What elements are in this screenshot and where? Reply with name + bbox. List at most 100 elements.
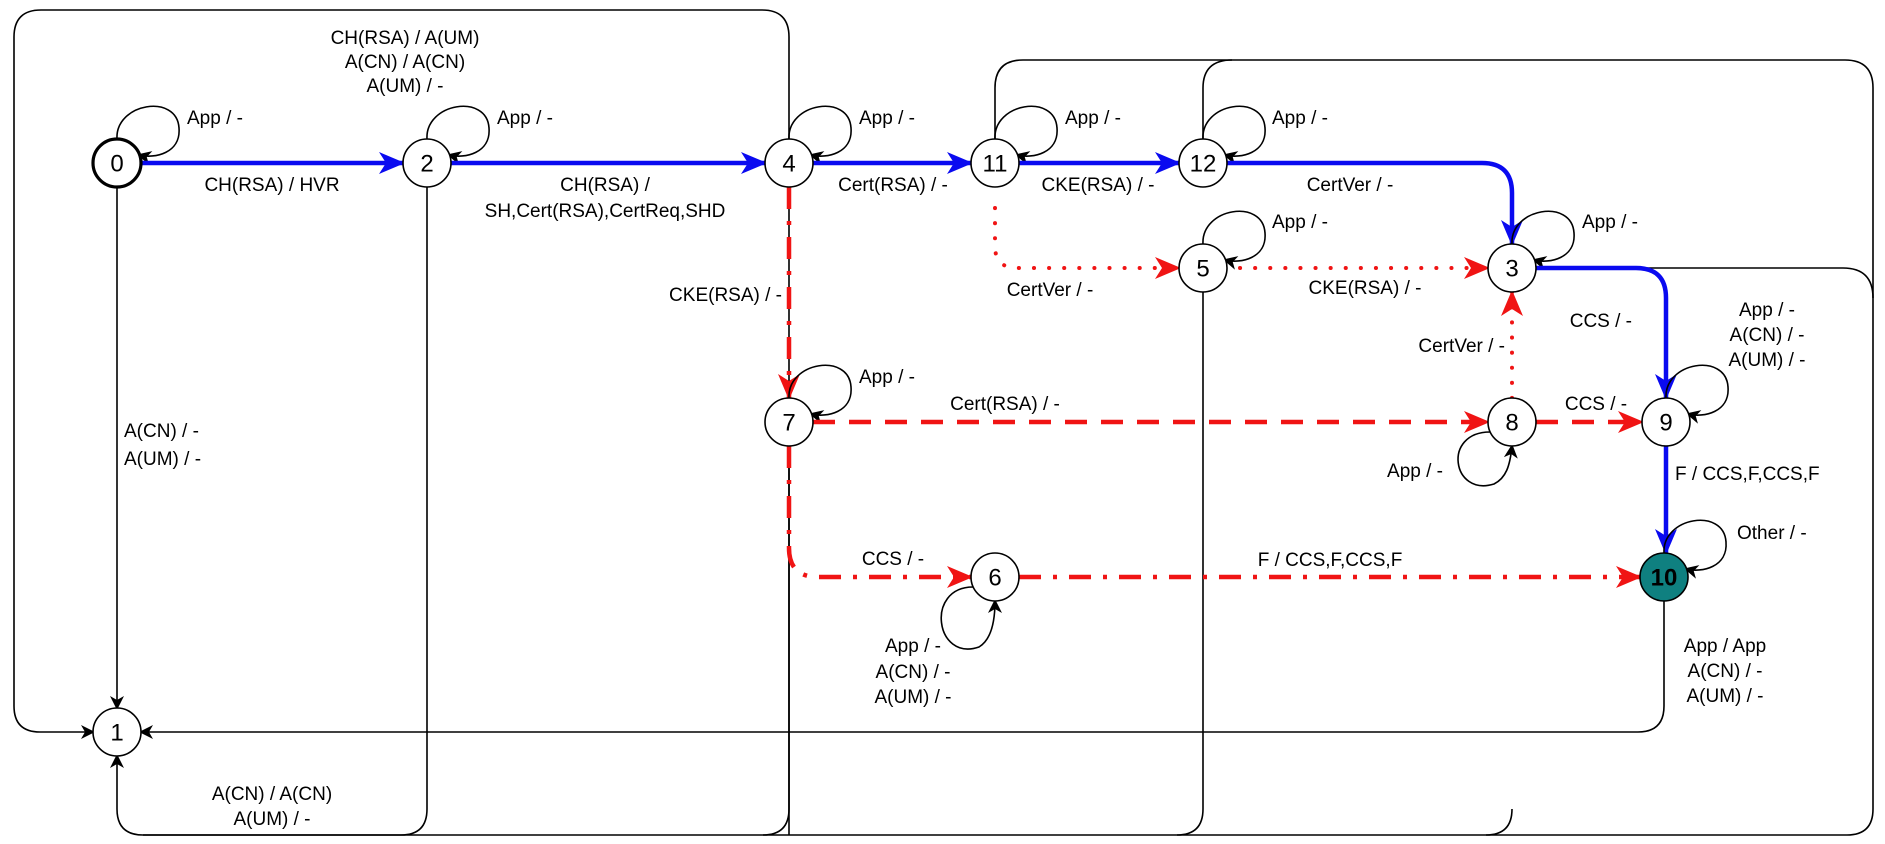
transition-label-6-to-6: A(UM) / - [874,687,951,708]
transition-4-to-1[interactable] [13,9,790,835]
state-circle [402,138,452,188]
transition-12-to-12[interactable] [1202,105,1266,165]
transition-label-2-to-4: SH,Cert(RSA),CertReq,SHD [485,201,726,222]
transition-label-10-to-1: A(UM) / - [1686,686,1763,707]
transition-label-0-to-0: App / - [187,108,243,129]
state-label: 7 [782,410,795,437]
transition-label-2-to-1: A(UM) / - [233,809,310,830]
transition-label-9-to-9: A(CN) / - [1730,325,1805,346]
transition-label-0-to-1: A(UM) / - [124,449,201,470]
state-label: 11 [983,151,1008,178]
transition-label-11-to-5: CertVer / - [1007,280,1094,301]
transition-label-6-to-6: A(CN) / - [876,662,951,683]
transition-label-6-to-10: F / CCS,F,CCS,F [1258,550,1403,571]
transition-2-to-2[interactable] [426,105,490,165]
state-circle [970,138,1020,188]
state-circle [764,138,814,188]
transition-label-4-to-1: A(CN) / A(CN) [345,52,465,73]
return-route-line [143,267,1874,836]
transition-label-10-to-1: App / App [1684,636,1766,657]
transition-label-4-to-7: CKE(RSA) / - [669,285,782,306]
transition-label-8-to-3: CertVer / - [1418,336,1505,357]
state-circle [970,552,1020,602]
state-4[interactable]: 4 [764,138,814,188]
state-11[interactable]: 11 [970,138,1020,188]
transition-label-6-to-6: App / - [885,636,941,657]
transition-label-4-to-1: A(UM) / - [366,76,443,97]
transition-7-to-6[interactable] [786,446,973,588]
state-circle [92,707,142,757]
state-2[interactable]: 2 [402,138,452,188]
state-circle [764,397,814,447]
transition-label-2-to-2: App / - [497,108,553,129]
transition-label-5-to-5: App / - [1272,212,1328,233]
state-6[interactable]: 6 [970,552,1020,602]
transition-label-7-to-6: CCS / - [862,549,924,570]
state-8[interactable]: 8 [1487,397,1537,447]
transition-8-to-8[interactable] [1457,431,1518,487]
transition-label-12-to-3: CertVer / - [1307,175,1394,196]
transition-11-to-11[interactable] [994,105,1058,165]
transition-3-to-3[interactable] [1511,210,1575,270]
return-route-line [1485,808,1513,836]
transitions-layer [13,9,1874,836]
transition-0-to-0[interactable] [116,105,180,165]
transition-label-11-to-11: App / - [1065,108,1121,129]
transition-4-to-4[interactable] [788,105,852,165]
return-route-line [1202,59,1874,298]
transition-3-to-9[interactable] [1536,265,1677,400]
transition-label-2-to-1: A(CN) / A(CN) [212,784,332,805]
transition-label-2-to-4: CH(RSA) / [560,175,650,196]
state-circle [1178,243,1228,293]
state-7[interactable]: 7 [764,397,814,447]
transition-label-9-to-9: A(UM) / - [1728,350,1805,371]
return-route-line [1176,292,1204,836]
final-state-circle [1639,552,1689,602]
state-3[interactable]: 3 [1487,243,1537,293]
state-label: 10 [1651,565,1678,592]
transition-2-to-1[interactable] [110,187,428,836]
state-label: 8 [1505,410,1518,437]
transition-label-3-to-9: CCS / - [1570,311,1632,332]
state-label: 5 [1196,256,1209,283]
transition-label-8-to-8: App / - [1387,461,1443,482]
transition-label-8-to-9: CCS / - [1565,394,1627,415]
state-10[interactable]: 10 [1639,552,1689,602]
transition-label-7-to-8: Cert(RSA) / - [950,394,1060,415]
transition-9-to-9[interactable] [1665,364,1729,424]
state-label: 12 [1190,151,1217,178]
transition-label-12-to-12: App / - [1272,108,1328,129]
transition-5-to-5[interactable] [1202,210,1266,270]
state-1[interactable]: 1 [92,707,142,757]
state-label: 2 [420,151,433,178]
transition-11-to-5[interactable] [993,206,1181,279]
state-label: 4 [782,151,795,178]
transition-label-3-to-3: App / - [1582,212,1638,233]
state-label: 0 [110,151,123,178]
transition-label-5-to-3: CKE(RSA) / - [1309,278,1422,299]
transition-labels-layer: App / - CH(RSA) / HVR A(CN) / - A(UM) / - Ap… [124,28,1820,830]
state-9[interactable]: 9 [1641,397,1691,447]
transition-label-10-to-1: A(CN) / - [1688,661,1763,682]
state-label: 1 [110,720,123,747]
transition-label-11-to-12: CKE(RSA) / - [1042,175,1155,196]
state-label: 3 [1505,256,1518,283]
transition-10-to-1[interactable] [139,601,1665,739]
transition-7-to-7[interactable] [788,364,852,424]
transition-10-to-10[interactable] [1663,519,1727,579]
state-5[interactable]: 5 [1178,243,1228,293]
initial-state-circle [91,137,143,189]
state-label: 6 [988,565,1001,592]
state-12[interactable]: 12 [1178,138,1228,188]
transition-6-to-6[interactable] [940,586,1002,650]
state-label: 9 [1659,410,1672,437]
transition-label-0-to-2: CH(RSA) / HVR [204,175,339,196]
transition-12-to-3[interactable] [1227,160,1523,246]
transition-label-4-to-1: CH(RSA) / A(UM) [331,28,480,49]
return-route-line [994,59,1232,139]
transition-label-4-to-11: Cert(RSA) / - [838,175,948,196]
transition-label-7-to-7: App / - [859,367,915,388]
state-0[interactable]: 0 [91,137,143,189]
